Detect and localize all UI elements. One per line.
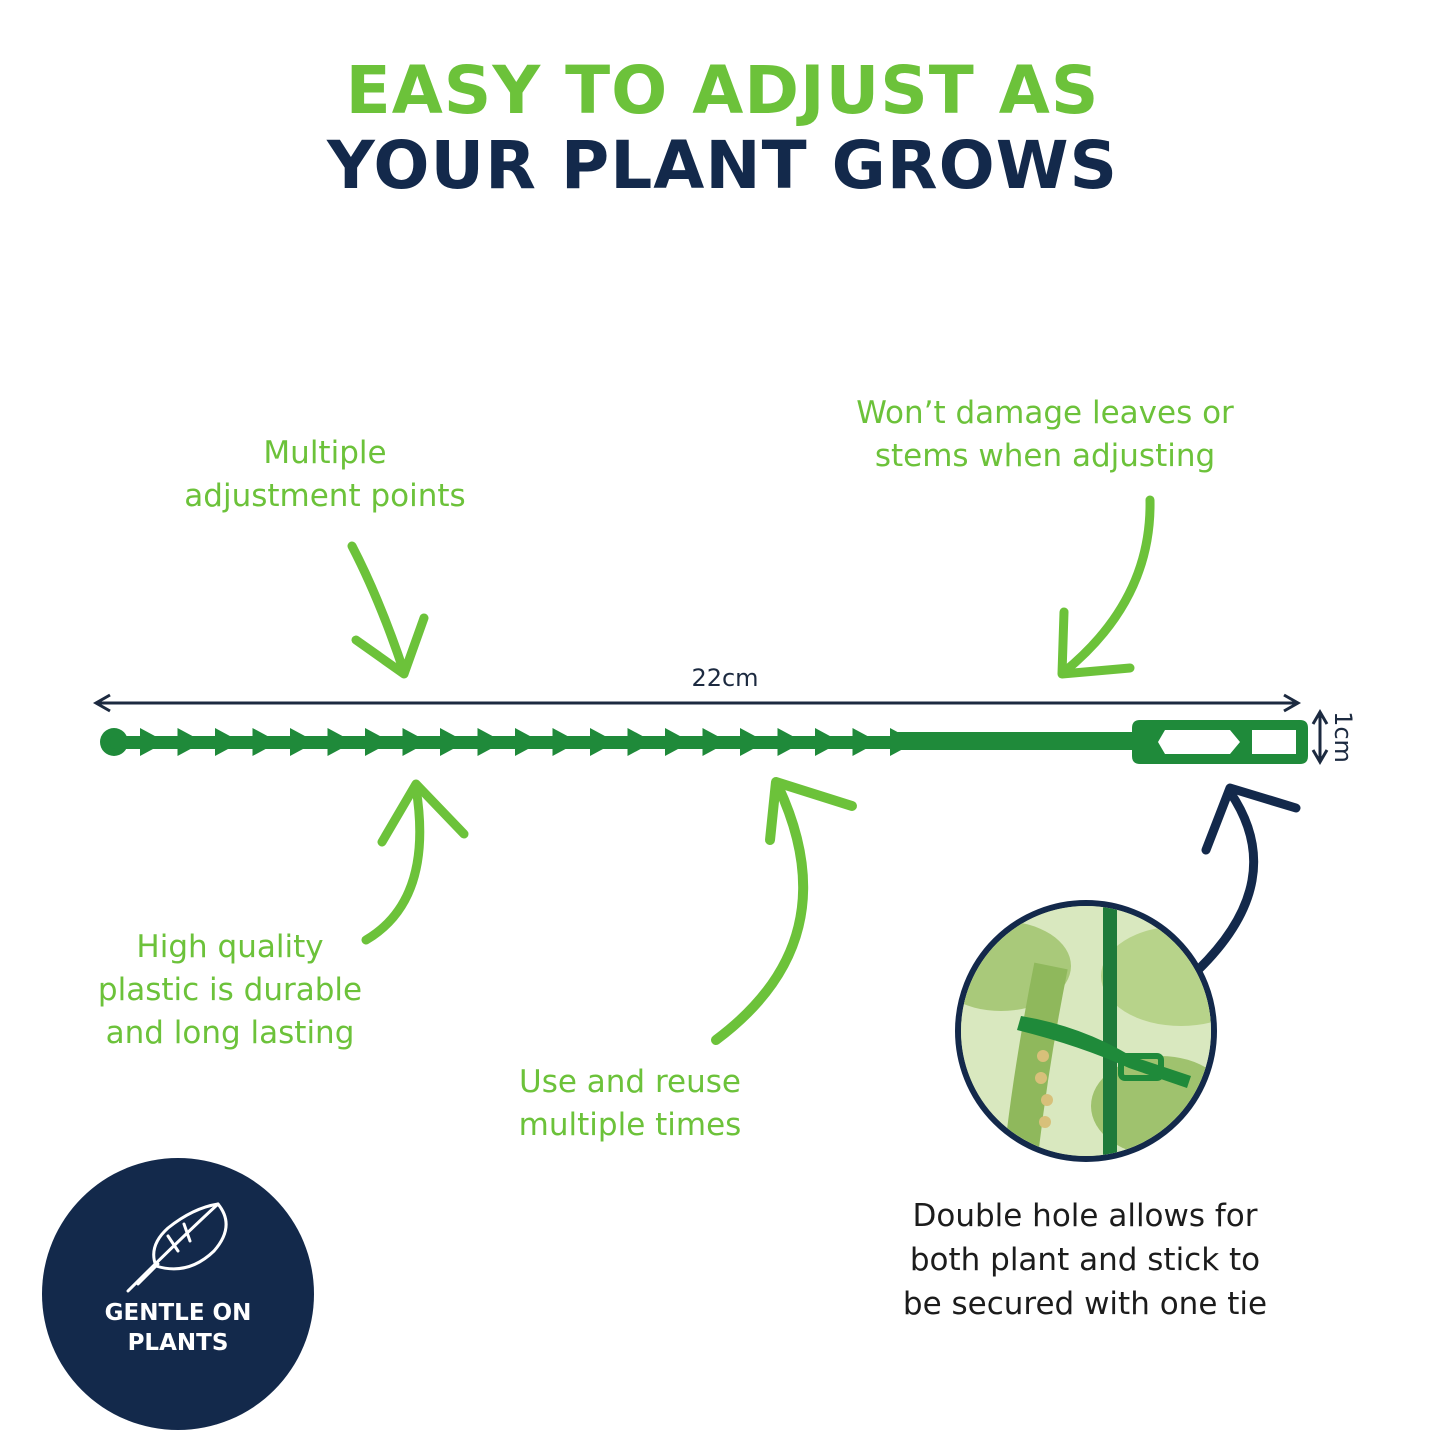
- tie-tooth: [290, 728, 316, 756]
- callout-line: High quality: [136, 929, 324, 965]
- tie-tooth: [552, 728, 579, 756]
- tie-tooth: [327, 728, 354, 756]
- callout-double-hole: Double hole allows for both plant and st…: [850, 1194, 1320, 1326]
- badge-line: GENTLE ON: [104, 1300, 252, 1326]
- tie-tooth: [140, 728, 166, 756]
- callout-line: be secured with one tie: [902, 1286, 1268, 1322]
- tie-tooth: [215, 728, 241, 756]
- tie-tooth: [590, 728, 616, 756]
- tie-tooth: [515, 728, 541, 756]
- callout-line: and long lasting: [105, 1015, 355, 1051]
- tie-tooth: [477, 728, 504, 756]
- callout-line: multiple times: [518, 1107, 742, 1143]
- tie-tooth: [627, 728, 654, 756]
- callout-reuse: Use and reuse multiple times: [460, 1061, 800, 1147]
- tie-tooth: [740, 728, 766, 756]
- arrow-reuse: [711, 777, 857, 1045]
- callout-line: Multiple: [263, 435, 387, 471]
- callout-line: Double hole allows for: [912, 1198, 1258, 1234]
- callout-line: Won’t damage leaves or: [856, 395, 1234, 431]
- badge-line: PLANTS: [127, 1330, 229, 1356]
- tie-tooth: [252, 728, 279, 756]
- badge-label: GENTLE ON PLANTS: [42, 1298, 314, 1358]
- length-label: 22cm: [691, 664, 759, 692]
- tie-tooth: [440, 728, 466, 756]
- callout-adjustment-points: Multiple adjustment points: [120, 432, 530, 518]
- tie-tooth: [402, 728, 429, 756]
- arrow-no-damage: [1057, 495, 1155, 679]
- plant-tie: [100, 720, 1308, 764]
- headline-line-1: EASY TO ADJUST AS: [345, 52, 1100, 129]
- callout-line: plastic is durable: [97, 972, 363, 1008]
- width-dimension-arrow: [1311, 709, 1329, 765]
- callout-quality: High quality plastic is durable and long…: [50, 926, 410, 1055]
- arrow-adjustment-points: [347, 541, 429, 679]
- arrow-quality: [361, 779, 469, 945]
- length-dimension-arrow: [92, 693, 1302, 713]
- tie-tooth: [777, 728, 804, 756]
- callout-no-damage: Won’t damage leaves or stems when adjust…: [800, 392, 1290, 478]
- tie-tooth: [852, 728, 879, 756]
- callout-line: both plant and stick to: [909, 1242, 1261, 1278]
- tie-tooth: [815, 728, 841, 756]
- tie-closeup-photo: [955, 900, 1217, 1162]
- tie-tooth: [665, 728, 691, 756]
- arrow-double-hole: [1193, 783, 1301, 975]
- closeup-illustration: [961, 906, 1211, 1156]
- tie-tooth: [365, 728, 391, 756]
- tie-tooth: [177, 728, 204, 756]
- headline-line-2: YOUR PLANT GROWS: [326, 127, 1119, 204]
- tie-teeth: [140, 728, 916, 756]
- tie-tooth: [702, 728, 729, 756]
- feather-icon: [126, 1202, 228, 1293]
- callout-line: Use and reuse: [519, 1064, 741, 1100]
- gentle-on-plants-badge: GENTLE ON PLANTS: [42, 1158, 314, 1430]
- callout-line: stems when adjusting: [874, 438, 1216, 474]
- callout-line: adjustment points: [184, 478, 466, 514]
